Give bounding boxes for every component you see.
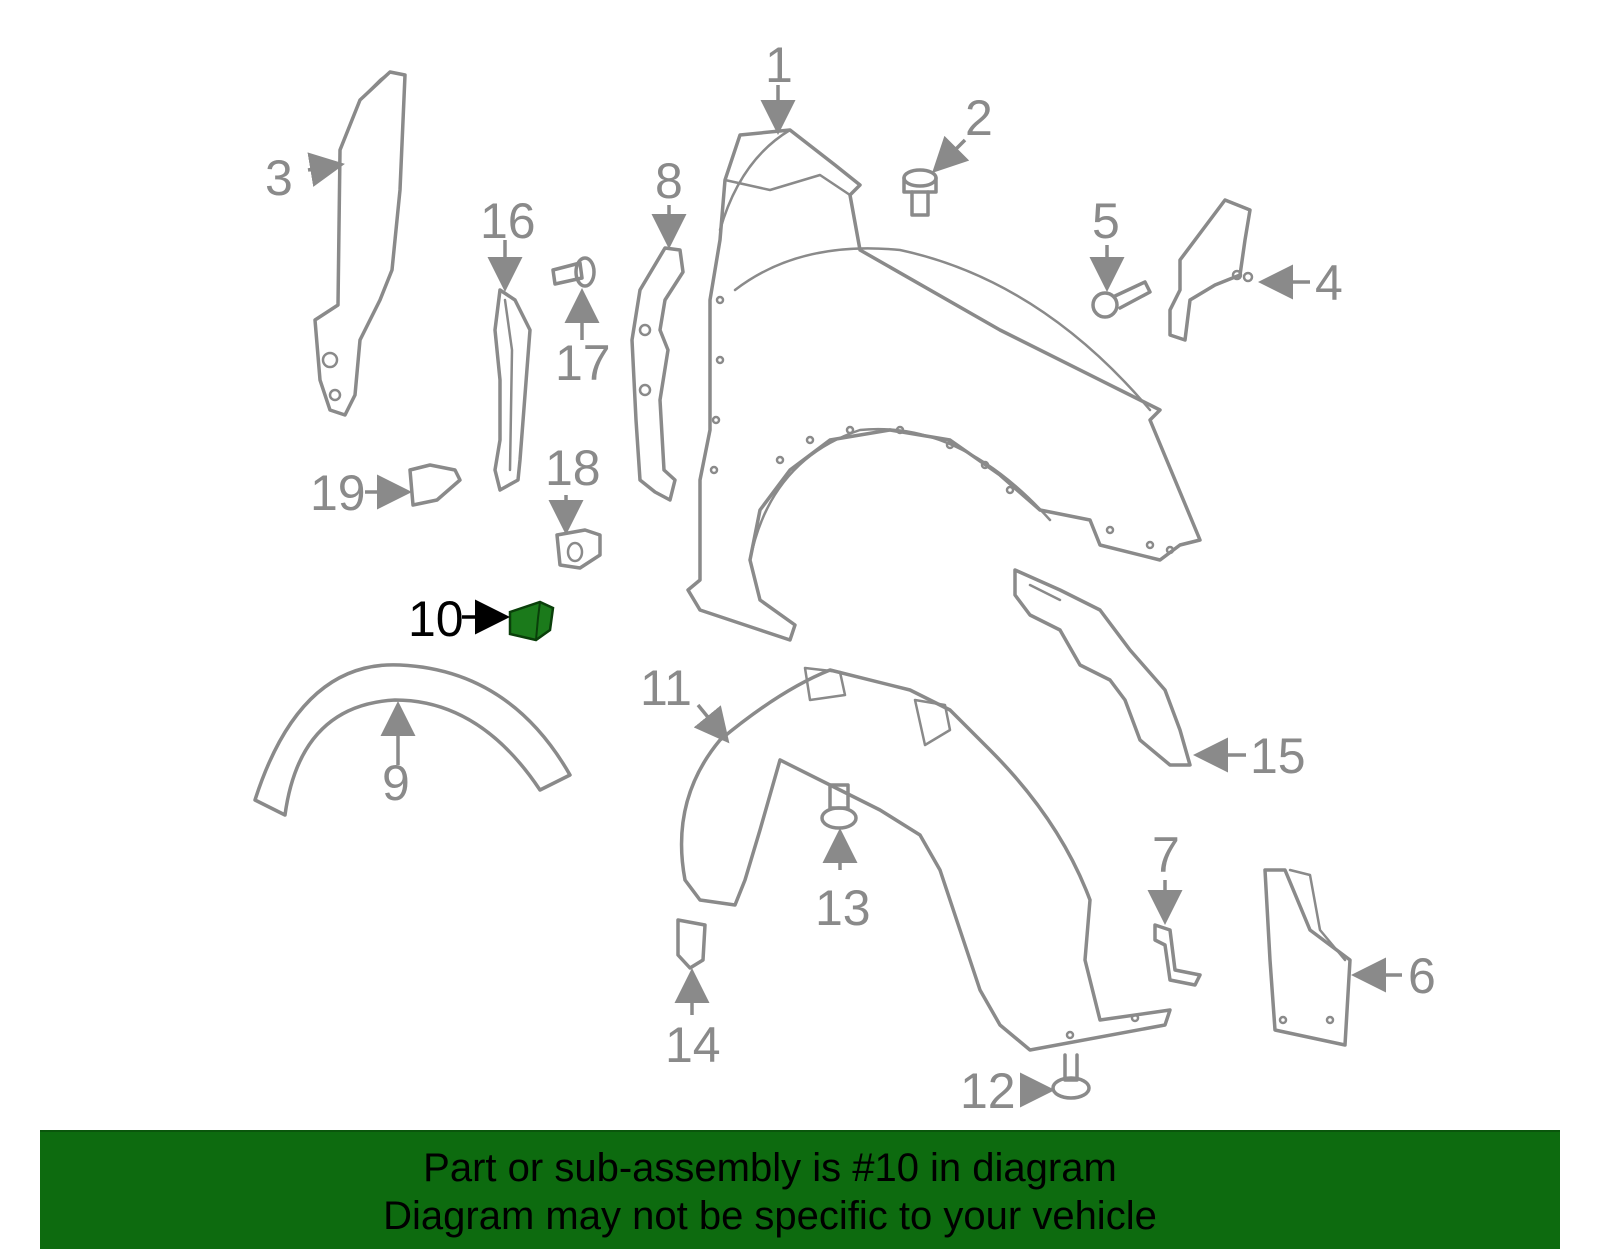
part-15-shield: [1013, 568, 1192, 767]
callout-19: 19: [310, 465, 366, 521]
callout-7: 7: [1152, 827, 1180, 883]
part-5-bolt: [1091, 280, 1152, 319]
part-19-clip: [408, 463, 462, 507]
part-10-clip: [508, 600, 555, 642]
part-8-brace: [630, 246, 685, 502]
callout-1: 1: [765, 37, 793, 93]
part-18-clip: [555, 528, 602, 570]
part-16-seal: [493, 288, 532, 492]
part-9-molding: [253, 663, 572, 817]
callout-6: 6: [1408, 948, 1436, 1004]
parts-diagram: 1 2 3 4 5 6 7 8 9 10 11 12 13 14 15 16 1…: [253, 37, 1436, 1119]
callout-4: 4: [1315, 255, 1343, 311]
callout-13: 13: [815, 880, 871, 936]
part-4-bracket: [1168, 198, 1254, 342]
part-6-bracket: [1263, 868, 1352, 1047]
callout-15: 15: [1250, 728, 1306, 784]
callout-10: 10: [408, 591, 464, 647]
callout-9: 9: [382, 755, 410, 811]
banner-line-part-number: Part or sub-assembly is #10 in diagram: [423, 1146, 1117, 1190]
part-17-bolt: [551, 256, 596, 288]
callout-2: 2: [965, 90, 993, 146]
diagram-notice-banner: Part or sub-assembly is #10 in diagram D…: [40, 1130, 1560, 1249]
part-14-clip: [676, 918, 707, 970]
part-2-bolt: [902, 168, 938, 217]
callout-18: 18: [545, 440, 601, 496]
part-1-fender: [686, 128, 1202, 642]
callout-17: 17: [555, 335, 611, 391]
callout-5: 5: [1092, 193, 1120, 249]
part-7-bracket: [1153, 923, 1202, 987]
callout-labels: 1 2 3 4 5 6 7 8 9 10 11 12 13 14 15 16 1…: [265, 37, 1436, 1119]
part-11-liner: [679, 666, 1172, 1052]
callout-8: 8: [655, 153, 683, 209]
leader-arrows: [307, 85, 1402, 1108]
banner-line-disclaimer: Diagram may not be specific to your vehi…: [383, 1194, 1157, 1238]
callout-12: 12: [960, 1063, 1016, 1119]
callout-16: 16: [480, 193, 536, 249]
callout-3: 3: [265, 150, 293, 206]
callout-14: 14: [665, 1017, 721, 1073]
part-3-seal: [313, 70, 407, 417]
part-12-bolt: [1051, 1053, 1091, 1100]
callout-11: 11: [640, 660, 692, 716]
